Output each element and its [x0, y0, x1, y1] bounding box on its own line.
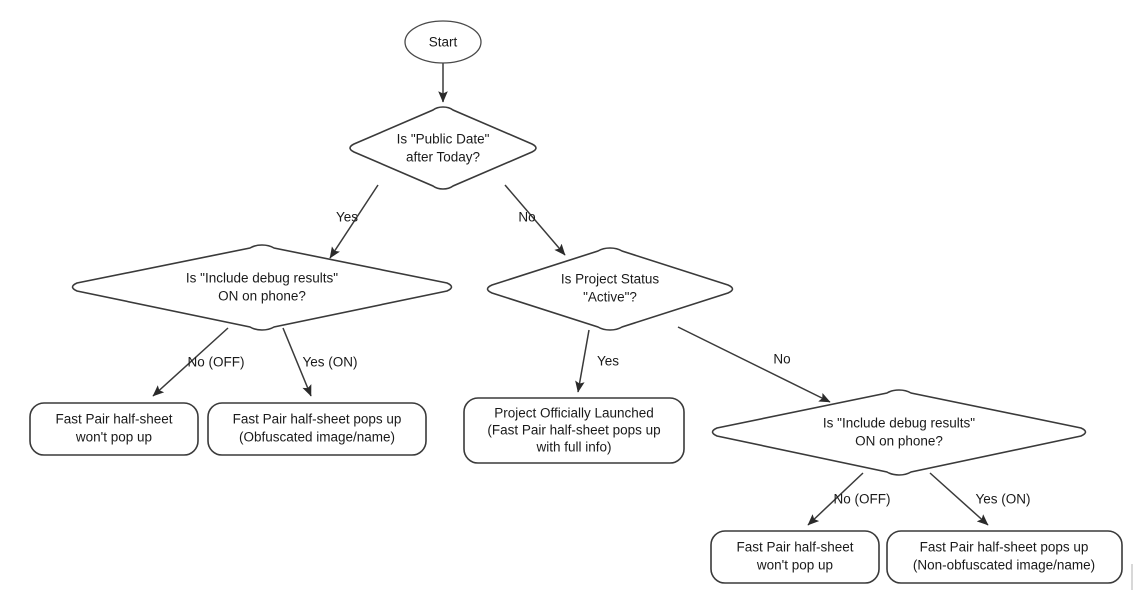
node-officially-launched-line3: with full info)	[535, 440, 611, 455]
edge-label-public-date-no: No	[518, 210, 535, 225]
edge-status-yes: Yes	[575, 329, 619, 393]
node-officially-launched-line1: Project Officially Launched	[494, 406, 654, 421]
edge-public-date-no: No	[504, 184, 566, 256]
edge-debug-right-on: Yes (ON)	[929, 472, 1031, 526]
node-no-popup-right-line2: won't pop up	[756, 558, 833, 573]
node-no-popup-right-line1: Fast Pair half-sheet	[736, 540, 853, 555]
edge-label-status-yes: Yes	[597, 354, 619, 369]
edge-status-no: No	[677, 326, 831, 403]
node-project-status-line2: "Active"?	[583, 290, 637, 305]
node-officially-launched-line2: (Fast Pair half-sheet pops up	[487, 423, 660, 438]
edge-label-debug-left-on: Yes (ON)	[302, 355, 357, 370]
edge-label-debug-left-off: No (OFF)	[188, 355, 245, 370]
node-obfuscated-popup-line1: Fast Pair half-sheet pops up	[233, 412, 402, 427]
node-project-status-line1: Is Project Status	[561, 272, 660, 287]
node-project-status-decision[interactable]: Is Project Status "Active"?	[486, 247, 734, 331]
edge-debug-left-on: Yes (ON)	[282, 327, 358, 397]
node-public-date-decision[interactable]: Is "Public Date" after Today?	[349, 106, 537, 190]
node-no-popup-left[interactable]: Fast Pair half-sheet won't pop up	[29, 402, 199, 456]
edge-label-status-no: No	[773, 352, 790, 367]
node-debug-right-line1: Is "Include debug results"	[823, 416, 975, 431]
node-obfuscated-popup[interactable]: Fast Pair half-sheet pops up (Obfuscated…	[207, 402, 427, 456]
node-obfuscated-popup-line2: (Obfuscated image/name)	[239, 430, 395, 445]
node-public-date-line1: Is "Public Date"	[397, 132, 490, 147]
node-no-popup-right[interactable]: Fast Pair half-sheet won't pop up	[710, 530, 880, 584]
page-edge-marker	[1131, 564, 1133, 590]
node-non-obfuscated-popup-line2: (Non-obfuscated image/name)	[913, 558, 1095, 573]
node-no-popup-left-line1: Fast Pair half-sheet	[55, 412, 172, 427]
node-debug-results-left-decision[interactable]: Is "Include debug results" ON on phone?	[71, 244, 453, 331]
node-debug-results-right-decision[interactable]: Is "Include debug results" ON on phone?	[711, 389, 1087, 476]
edge-public-date-yes: Yes	[329, 184, 379, 259]
node-officially-launched[interactable]: Project Officially Launched (Fast Pair h…	[463, 397, 685, 464]
node-start-label: Start	[429, 35, 458, 50]
node-no-popup-left-line2: won't pop up	[75, 430, 152, 445]
node-debug-left-line2: ON on phone?	[218, 289, 306, 304]
edge-label-public-date-yes: Yes	[336, 210, 358, 225]
node-public-date-line2: after Today?	[406, 150, 480, 165]
node-debug-right-line2: ON on phone?	[855, 434, 943, 449]
node-debug-left-line1: Is "Include debug results"	[186, 271, 338, 286]
node-start[interactable]: Start	[404, 20, 482, 64]
edge-label-debug-right-off: No (OFF)	[834, 492, 891, 507]
node-non-obfuscated-popup[interactable]: Fast Pair half-sheet pops up (Non-obfusc…	[886, 530, 1123, 584]
node-non-obfuscated-popup-line1: Fast Pair half-sheet pops up	[920, 540, 1089, 555]
edge-debug-right-off: No (OFF)	[807, 472, 891, 526]
edge-debug-left-off: No (OFF)	[152, 327, 245, 397]
edge-label-debug-right-on: Yes (ON)	[975, 492, 1030, 507]
